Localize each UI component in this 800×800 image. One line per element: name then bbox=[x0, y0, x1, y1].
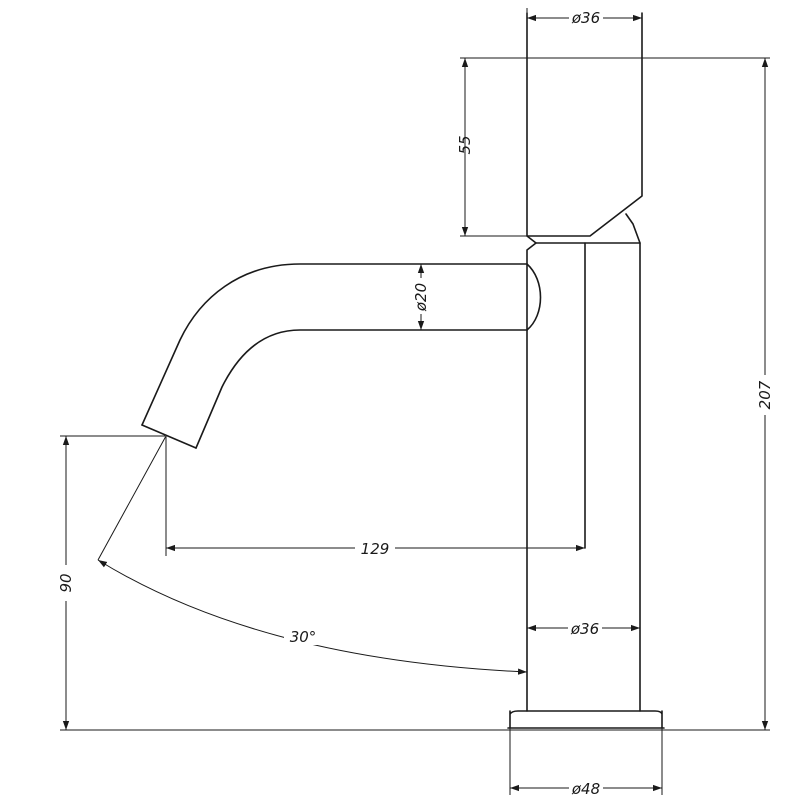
label-base-diameter: ø48 bbox=[571, 780, 600, 798]
handle bbox=[526, 12, 643, 237]
handle-collar bbox=[526, 213, 641, 244]
label-handle-height: 55 bbox=[456, 135, 474, 154]
dimension-lines bbox=[62, 14, 769, 792]
body-column bbox=[526, 242, 537, 712]
dimension-labels: ø36 55 ø20 207 129 90 30° ø36 ø48 bbox=[57, 8, 774, 798]
spout-upper-edge bbox=[141, 263, 528, 426]
spout-lower-edge bbox=[195, 329, 528, 449]
label-spout-angle: 30° bbox=[290, 628, 317, 646]
extension-lines bbox=[60, 8, 770, 795]
spout-joint-curve bbox=[526, 263, 542, 331]
label-spout-height: 90 bbox=[57, 573, 75, 592]
base bbox=[507, 710, 665, 729]
spout-outlet bbox=[141, 424, 197, 449]
label-handle-diameter: ø36 bbox=[571, 9, 600, 27]
spout-angle-reference bbox=[97, 435, 167, 561]
dim-arc-spout-angle bbox=[97, 559, 528, 675]
faucet-outline bbox=[141, 12, 665, 729]
label-spout-diameter: ø20 bbox=[412, 283, 430, 312]
label-body-diameter: ø36 bbox=[570, 620, 599, 638]
label-overall-height: 207 bbox=[756, 380, 774, 409]
label-spout-reach: 129 bbox=[361, 540, 390, 558]
